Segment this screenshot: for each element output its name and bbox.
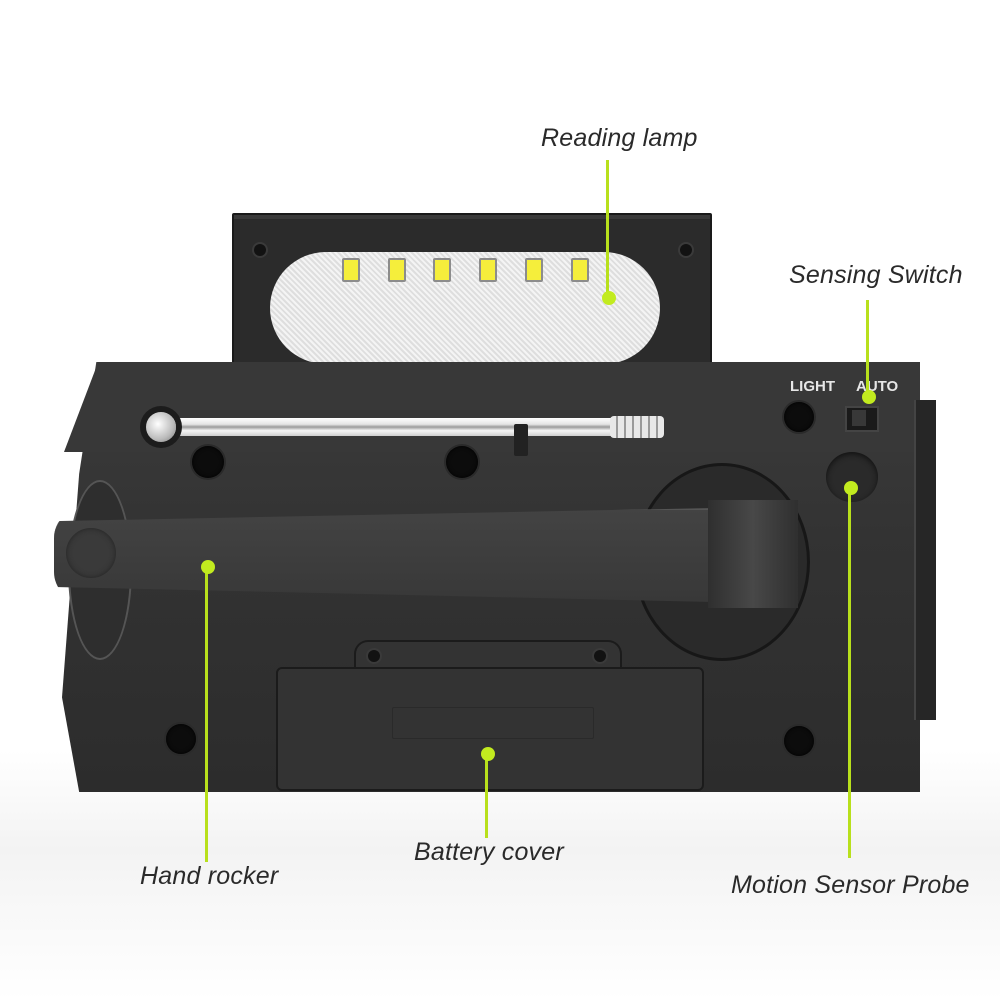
led-icon — [388, 258, 406, 282]
hand-rocker-knob[interactable] — [66, 528, 116, 578]
hand-rocker-label: Hand rocker — [140, 862, 279, 890]
radio-top-face — [64, 362, 920, 452]
lamp-lens — [270, 252, 660, 364]
led-icon — [525, 258, 543, 282]
light-label: LIGHT — [790, 378, 835, 395]
hand-rocker-callout-line — [205, 567, 208, 862]
screw — [254, 244, 266, 256]
port-hole — [192, 446, 224, 478]
sensing-switch-knob[interactable] — [852, 410, 866, 426]
led-icon — [479, 258, 497, 282]
hand-rocker-hinge — [708, 500, 798, 608]
led-icon — [571, 258, 589, 282]
light-hole — [784, 402, 814, 432]
battery-embossing — [392, 707, 594, 739]
antenna-clip — [514, 424, 528, 456]
reading-lamp-callout-line — [606, 160, 609, 298]
motion-sensor-callout-line — [848, 488, 851, 858]
sensing-switch-label: Sensing Switch — [789, 261, 963, 289]
port-hole — [446, 446, 478, 478]
hand-rocker[interactable] — [54, 508, 714, 602]
battery-cover-callout-line — [485, 754, 488, 838]
sensing-switch-callout-line — [866, 300, 869, 398]
battery-cover-label: Battery cover — [414, 838, 564, 866]
screw — [368, 650, 380, 662]
battery-cover-top — [354, 640, 622, 672]
led-icon — [433, 258, 451, 282]
radio-side-strip — [914, 400, 936, 720]
reading-lamp-label: Reading lamp — [541, 124, 698, 152]
hand-rocker-callout-dot — [200, 560, 215, 574]
screw — [594, 650, 606, 662]
sensing-switch-callout-dot — [861, 390, 876, 404]
screw — [680, 244, 692, 256]
led-icon — [342, 258, 360, 282]
reading-lamp-callout-dot — [601, 291, 616, 305]
motion-sensor-probe-label: Motion Sensor Probe — [731, 871, 970, 899]
battery-cover[interactable] — [276, 667, 704, 791]
screw-hole — [166, 724, 196, 754]
screw-hole — [784, 726, 814, 756]
motion-sensor-callout-dot — [843, 481, 858, 495]
telescopic-antenna[interactable] — [150, 418, 650, 436]
battery-cover-callout-dot — [480, 747, 495, 761]
antenna-tip — [610, 416, 664, 438]
antenna-pivot — [146, 412, 176, 442]
